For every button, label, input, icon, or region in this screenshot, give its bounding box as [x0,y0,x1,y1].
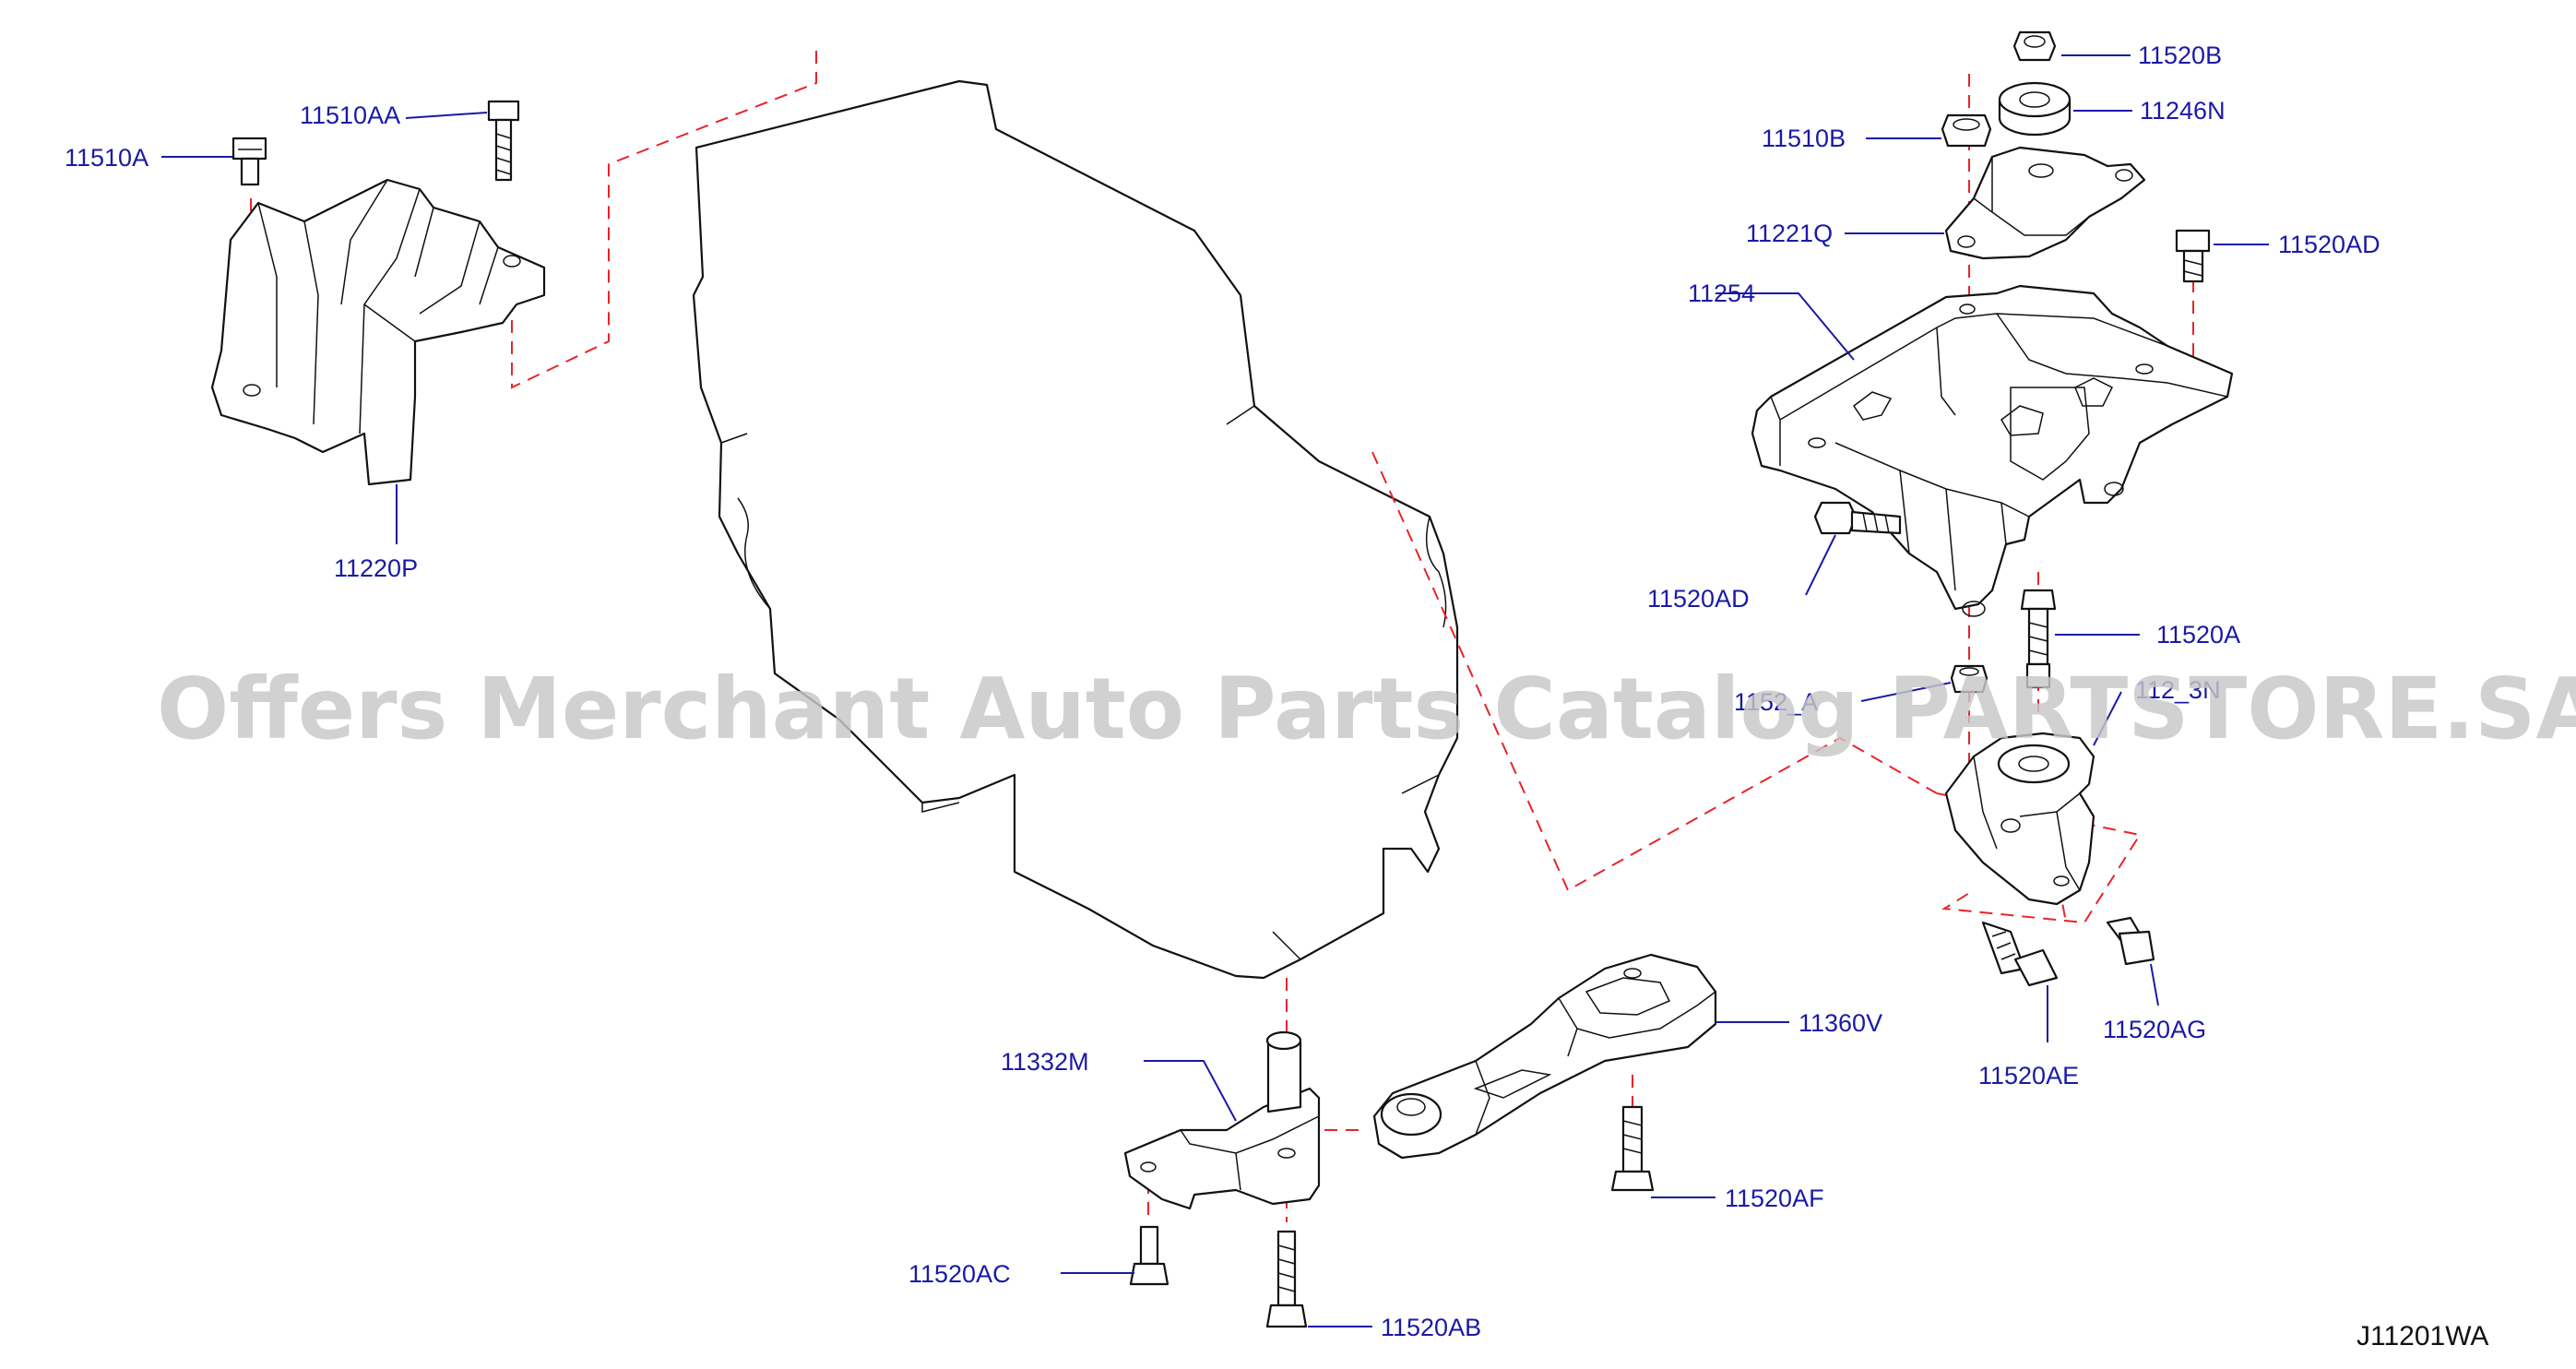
label-11246N[interactable]: 11246N [2140,97,2226,125]
label-11520AD-left[interactable]: 11520AD [1647,585,1750,613]
label-11520AG[interactable]: 11520AG [2103,1016,2206,1043]
label-11510A[interactable]: 11510A [65,144,148,172]
label-11520AF[interactable]: 11520AF [1725,1184,1824,1212]
bolt-11520AE[interactable] [1981,921,2059,987]
bolt-11520AG[interactable] [2106,916,2155,966]
dashed-alignment-lines [250,51,2194,1222]
label-1152xA[interactable]: 1152_A [1734,688,1818,716]
label-11520AB[interactable]: 11520AB [1381,1314,1481,1341]
bolt-11520AB[interactable] [1265,1230,1308,1328]
bolt-11510AA[interactable] [487,100,520,182]
label-11360V[interactable]: 11360V [1798,1009,1882,1037]
nut-11520B[interactable] [2012,30,2057,62]
part-labels: 11510A 11510AA 11220P 11520B 11246N 1151… [65,42,2380,1341]
label-11520B[interactable]: 11520B [2138,42,2222,69]
label-112x3N[interactable]: 112_3N [2135,676,2221,704]
watermark-text: Offers Merchant Auto Parts Catalog PARTS… [157,660,2576,758]
rear-mount-11360V[interactable] [1372,953,1717,1160]
nut-1152xA[interactable] [1950,664,1988,694]
bolt-11520AC[interactable] [1129,1225,1169,1286]
washer-11246N[interactable] [1998,81,2071,137]
label-11520A[interactable]: 11520A [2156,621,2240,649]
label-11332M[interactable]: 11332M [1001,1048,1089,1076]
engine-mount-11220P[interactable] [210,178,546,486]
nut-11510B[interactable] [1941,113,1992,148]
label-11254[interactable]: 11254 [1688,280,1755,307]
label-11510AA[interactable]: 11510AA [300,101,400,129]
diagram-code: J11201WA [2356,1321,2488,1351]
label-11520AD-top[interactable]: 11520AD [2278,231,2380,258]
bolt-11520AF[interactable] [1610,1105,1655,1192]
bracket-11332M[interactable] [1123,1030,1321,1210]
bolt-11520AD-top[interactable] [2175,229,2211,283]
stud-11520A[interactable] [2020,589,2057,689]
leader-lines [161,54,2269,1327]
label-11520AE[interactable]: 11520AE [1978,1062,2079,1089]
label-11220P[interactable]: 11220P [334,554,418,582]
label-11221Q[interactable]: 11221Q [1746,220,1833,247]
bracket-11254[interactable] [1751,284,2234,617]
bolt-11520AD-left[interactable] [1813,501,1902,535]
insulator-11221Q[interactable] [1944,146,2146,260]
label-11520AC[interactable]: 11520AC [908,1260,1011,1288]
engine-block-outline [692,79,1459,980]
bolt-11510A[interactable] [231,137,267,186]
engine-mount-112x3N[interactable] [1944,732,2095,906]
label-11510B[interactable]: 11510B [1762,125,1846,152]
